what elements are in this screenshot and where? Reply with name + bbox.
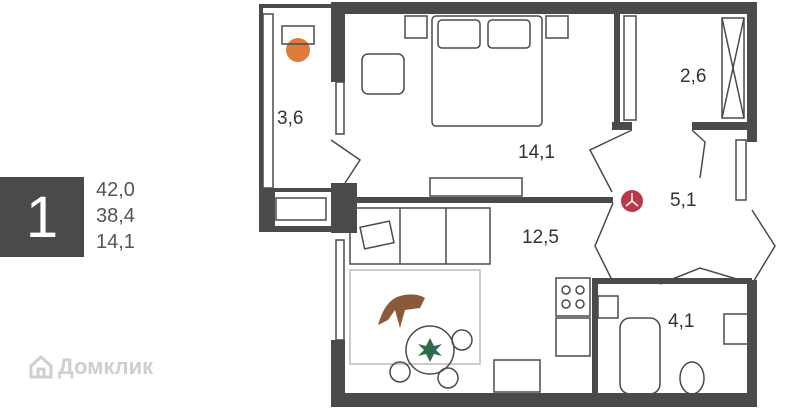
balcony-glazing xyxy=(262,13,274,189)
area-list: 42,0 38,4 14,1 xyxy=(96,177,135,255)
partition-bath-top xyxy=(592,278,752,284)
window-bedroom xyxy=(335,81,345,135)
wall-top xyxy=(331,2,756,14)
partition-wardrobe xyxy=(614,10,620,130)
partition-bedroom-kitchen xyxy=(345,197,613,203)
rug xyxy=(349,269,481,365)
door-bedroom xyxy=(588,129,633,193)
fridge xyxy=(493,359,541,393)
balcony-base xyxy=(259,226,333,232)
room-label-bathroom: 4,1 xyxy=(668,311,694,332)
toilet xyxy=(679,361,705,395)
dining-table xyxy=(405,325,455,375)
stove xyxy=(555,277,591,317)
balcony-bottom xyxy=(259,188,333,192)
nightstand-left xyxy=(404,15,428,39)
house-icon xyxy=(29,354,53,379)
dog-icon xyxy=(378,294,425,328)
balcony-table xyxy=(281,25,315,45)
bed xyxy=(431,15,543,127)
cushion xyxy=(359,220,395,250)
pillow-right xyxy=(487,19,531,49)
washer xyxy=(597,295,619,319)
room-label-storage: 2,6 xyxy=(680,66,706,87)
total-area: 42,0 xyxy=(96,179,135,201)
partition-bath-left xyxy=(592,278,598,398)
watermark-text: Домклик xyxy=(58,354,154,379)
windows xyxy=(262,13,747,341)
room-label-kitchen: 12,5 xyxy=(522,227,559,248)
domclick-watermark: Домклик xyxy=(28,354,153,380)
balcony-left xyxy=(259,4,263,230)
room-label-bedroom: 14,1 xyxy=(518,142,555,163)
doors xyxy=(330,129,776,285)
wall-right-lower xyxy=(747,280,757,407)
room-label-balcony: 3,6 xyxy=(277,108,303,129)
chair-2 xyxy=(451,329,473,351)
pillow-left xyxy=(437,19,481,49)
balcony-wall-block xyxy=(259,190,275,230)
door-storage xyxy=(691,129,706,179)
wardrobe-storage xyxy=(721,17,745,119)
wall-bottom xyxy=(331,393,756,407)
door-entrance xyxy=(751,209,776,285)
sink xyxy=(555,317,591,357)
rooms-count-badge: 1 xyxy=(0,177,84,257)
wall-left-upper xyxy=(331,2,345,82)
partition-storage xyxy=(612,122,632,130)
living-area-total: 38,4 xyxy=(96,205,135,227)
balcony-top xyxy=(259,4,333,8)
room-label-hallway: 5,1 xyxy=(670,190,696,211)
chair-3 xyxy=(437,367,459,389)
bathtub xyxy=(619,317,661,395)
walls xyxy=(259,2,757,407)
door-balcony xyxy=(330,139,362,184)
tv-stand xyxy=(429,177,523,197)
wall-right-upper xyxy=(747,2,757,142)
living-area: 14,1 xyxy=(96,231,135,253)
partition-hall-top xyxy=(692,122,752,130)
window-kitchen xyxy=(335,239,345,341)
plant-icon xyxy=(418,338,442,362)
balcony-cabinet xyxy=(275,197,327,221)
door-bathroom xyxy=(659,267,741,285)
furniture xyxy=(349,15,749,395)
armchair xyxy=(361,53,405,95)
nightstand-right xyxy=(545,15,569,39)
bath-sink xyxy=(723,313,749,345)
window-hall xyxy=(735,139,747,201)
balcony-chair xyxy=(286,38,310,62)
wall-left-lower xyxy=(331,340,345,407)
chair-1 xyxy=(389,361,411,383)
wardrobe xyxy=(623,15,637,121)
sofa xyxy=(349,207,491,265)
door-kitchen xyxy=(594,202,614,281)
